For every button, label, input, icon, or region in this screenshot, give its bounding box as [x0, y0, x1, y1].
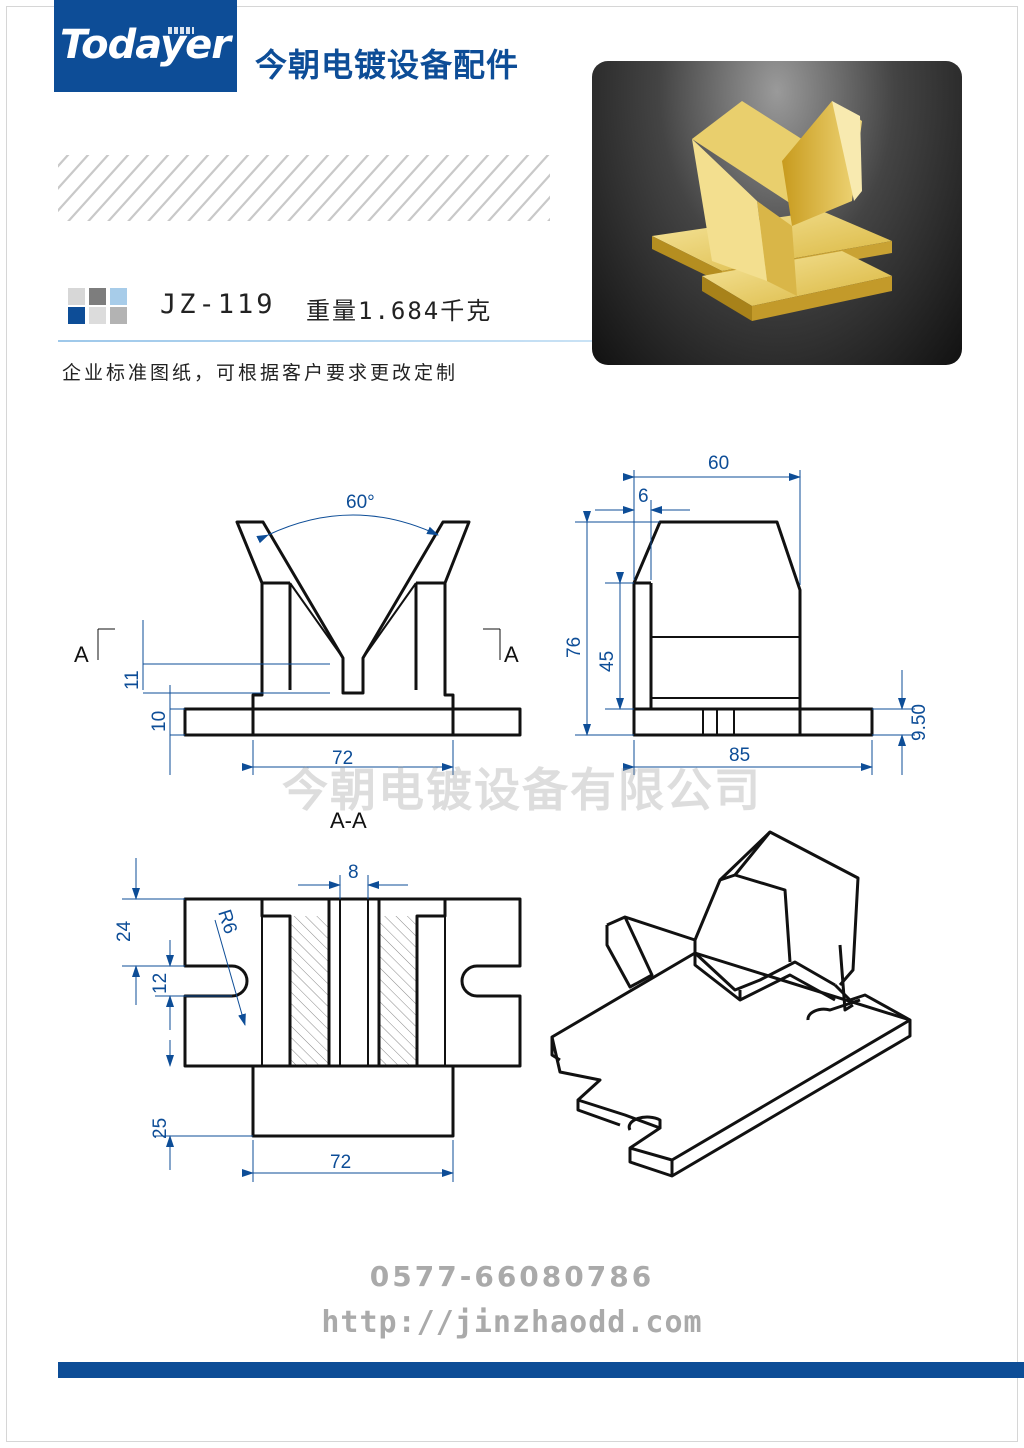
dim-12: 12 [150, 973, 171, 994]
logo-text: Todayer [60, 22, 231, 68]
dim-r6: R6 [213, 907, 240, 937]
isometric-view [550, 830, 912, 1178]
product-render [652, 101, 892, 321]
angle-60-dimension: 60° [346, 492, 375, 513]
swatch [68, 288, 85, 305]
product-photo [592, 61, 962, 365]
swatch [89, 288, 106, 305]
section-label-a-a: A-A [330, 808, 367, 833]
technical-drawing: 60° A A 11 10 72 60 6 7 [74, 453, 930, 1182]
front-view-dimensions [97, 514, 501, 775]
swatch [89, 307, 106, 324]
phone-number: 0577-66080786 [369, 1260, 655, 1293]
dim-72-section: 72 [330, 1152, 351, 1173]
front-view [183, 520, 522, 737]
dim-85: 85 [729, 745, 750, 766]
dim-25: 25 [150, 1118, 171, 1139]
swatch [68, 307, 85, 324]
separator-line [58, 340, 593, 342]
dim-24: 24 [114, 920, 135, 942]
swatch [110, 288, 127, 305]
model-number: JZ-119 [160, 289, 276, 320]
dim-72-front: 72 [332, 748, 353, 769]
section-mark-right: A [504, 642, 519, 667]
brand-title: 今朝电镀设备配件 [255, 46, 520, 84]
dim-11: 11 [122, 670, 143, 690]
weight-label: 重量1.684千克 [306, 297, 493, 325]
swatch [110, 307, 127, 324]
side-view [632, 520, 874, 737]
section-view [183, 897, 522, 1138]
dim-10: 10 [149, 711, 170, 732]
subtitle: 企业标准图纸，可根据客户要求更改定制 [62, 362, 459, 384]
side-view-dimensions [575, 470, 915, 775]
section-mark-left: A [74, 642, 89, 667]
section-view-dimensions [122, 858, 454, 1182]
logo [54, 0, 237, 92]
website-link[interactable]: http://jinzhaodd.com [321, 1305, 703, 1340]
watermark: 今朝电镀设备有限公司 [282, 763, 762, 817]
dim-45: 45 [597, 651, 618, 672]
dim-9-50: 9.50 [909, 704, 930, 741]
hatch-banner [58, 155, 550, 221]
logo-checker-icon [168, 27, 194, 34]
bottom-bar [58, 1362, 1024, 1378]
dim-8: 8 [348, 862, 359, 883]
dim-60: 60 [708, 453, 729, 474]
page-frame [6, 6, 1018, 1442]
dim-76: 76 [564, 637, 585, 658]
dim-6: 6 [638, 486, 649, 507]
